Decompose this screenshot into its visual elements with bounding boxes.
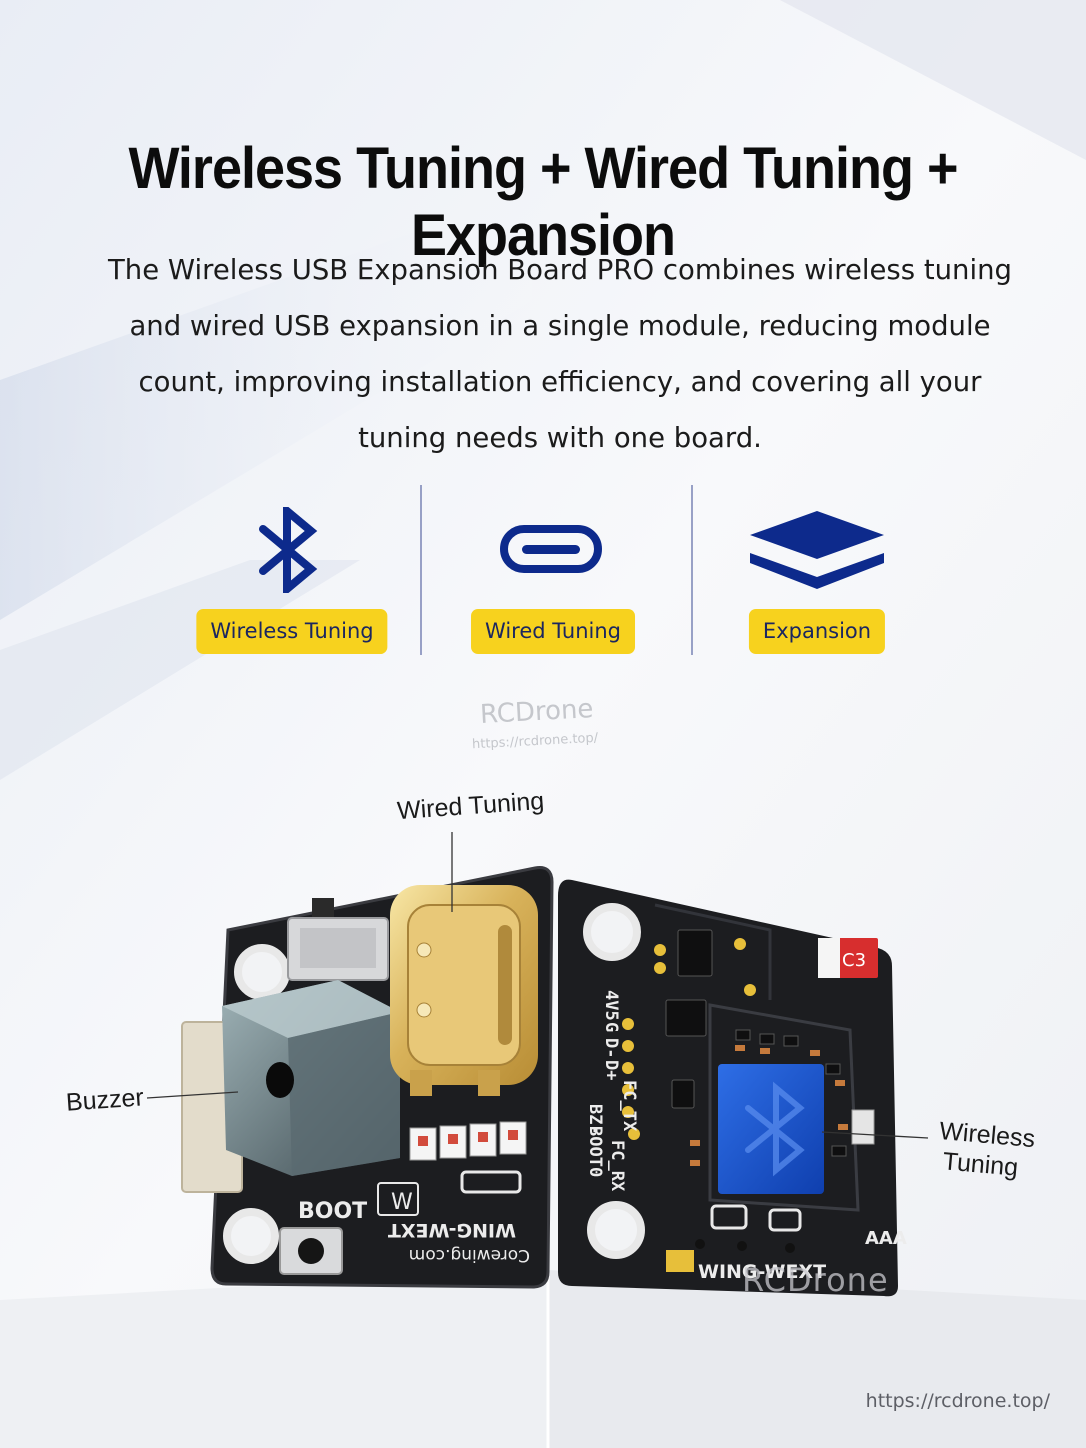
silk-c3: C3 bbox=[842, 950, 866, 971]
silk-aaa: AAA bbox=[865, 1228, 907, 1249]
usb-c-icon bbox=[418, 505, 688, 595]
silk-boot: BOOT bbox=[298, 1199, 367, 1224]
page-description: The Wireless USB Expansion Board PRO com… bbox=[108, 254, 1012, 454]
bluetooth-chip bbox=[718, 1064, 824, 1194]
pin-label: BZ- bbox=[585, 1104, 605, 1135]
feature-wireless-tuning: Wireless Tuning bbox=[157, 505, 427, 665]
feature-label: Expansion bbox=[748, 609, 886, 654]
callout-wireless-tuning: Wireless Tuning bbox=[936, 1116, 1037, 1184]
feature-wired-tuning: Wired Tuning bbox=[418, 505, 688, 665]
feature-divider bbox=[420, 485, 422, 655]
feature-label: Wired Tuning bbox=[471, 609, 635, 654]
pin-label: BOOT0 bbox=[585, 1126, 605, 1177]
page-title: Wireless Tuning + Wired Tuning + Expansi… bbox=[128, 136, 958, 268]
pin-pads bbox=[622, 938, 756, 1140]
left-board: BOOT W WING-WEXT Corewing.com bbox=[181, 866, 554, 1289]
watermark-brand-overlay: RCDrone bbox=[742, 1261, 889, 1299]
bluetooth-icon bbox=[157, 505, 427, 595]
silk-model-right: WING-WEXT bbox=[698, 1261, 826, 1283]
feature-expansion: Expansion bbox=[682, 505, 952, 665]
layers-icon bbox=[682, 505, 952, 595]
callout-line-wireless bbox=[821, 1131, 929, 1139]
silk-w: W bbox=[391, 1190, 413, 1215]
capacitors bbox=[690, 1045, 848, 1166]
footer-url: https://rcdrone.top/ bbox=[865, 1390, 1050, 1412]
pin-label: FC_RX bbox=[607, 1140, 627, 1192]
pin-label: G bbox=[601, 1022, 621, 1032]
callout-line-buzzer bbox=[146, 1091, 239, 1099]
pin-label: D+ bbox=[601, 1060, 621, 1080]
callout-buzzer: Buzzer bbox=[65, 1083, 145, 1117]
silk-site: Corewing.com bbox=[409, 1245, 530, 1265]
buzzer-component bbox=[222, 980, 400, 1176]
small-components bbox=[665, 929, 847, 1157]
usb-c-connector bbox=[390, 885, 538, 1096]
silk-model-left: WING-WEXT bbox=[388, 1219, 516, 1241]
feature-divider bbox=[691, 485, 693, 655]
feature-label: Wireless Tuning bbox=[196, 609, 388, 654]
right-board: 4V5 G D- D+ FC_TX BZ- BOOT0 FC_RX bbox=[558, 879, 907, 1297]
led-row bbox=[409, 1121, 527, 1194]
pin-label: D- bbox=[601, 1038, 621, 1058]
pin-label: 4V5 bbox=[601, 990, 621, 1021]
pin-label: FC_TX bbox=[619, 1080, 639, 1132]
